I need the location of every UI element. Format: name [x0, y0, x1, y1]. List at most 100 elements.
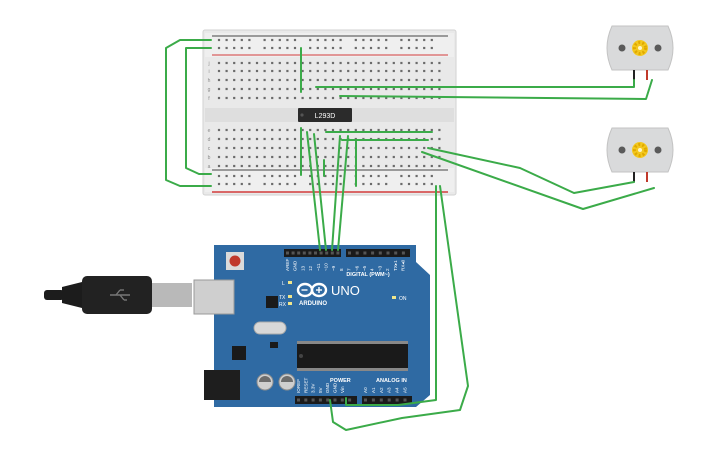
breadboard-hole[interactable] — [377, 146, 380, 150]
breadboard-hole[interactable] — [263, 155, 266, 159]
breadboard-hole[interactable] — [377, 38, 380, 42]
breadboard-hole[interactable] — [248, 155, 251, 159]
breadboard-hole[interactable] — [278, 137, 281, 141]
breadboard-hole[interactable] — [217, 96, 221, 100]
breadboard-hole[interactable] — [240, 174, 243, 178]
breadboard-hole[interactable] — [324, 182, 327, 186]
breadboard-hole[interactable] — [271, 69, 274, 73]
breadboard-hole[interactable] — [369, 164, 373, 168]
breadboard-hole[interactable] — [438, 78, 441, 82]
wire-pin-11[interactable] — [313, 133, 327, 251]
breadboard-hole[interactable] — [339, 69, 342, 73]
breadboard-hole[interactable] — [331, 128, 335, 132]
breadboard-hole[interactable] — [377, 61, 380, 65]
breadboard-hole[interactable] — [324, 128, 327, 132]
breadboard-hole[interactable] — [415, 87, 418, 91]
breadboard-hole[interactable] — [392, 87, 395, 91]
breadboard-hole[interactable] — [309, 87, 312, 91]
breadboard-hole[interactable] — [339, 87, 342, 91]
breadboard-hole[interactable] — [377, 182, 380, 186]
breadboard-hole[interactable] — [293, 61, 297, 65]
breadboard-hole[interactable] — [248, 128, 251, 132]
breadboard-hole[interactable] — [369, 128, 373, 132]
breadboard-hole[interactable] — [225, 87, 228, 91]
breadboard-hole[interactable] — [430, 96, 433, 100]
breadboard-hole[interactable] — [217, 164, 221, 168]
breadboard-hole[interactable] — [278, 164, 281, 168]
breadboard-hole[interactable] — [362, 128, 365, 132]
header-pin[interactable] — [394, 251, 398, 255]
header-pin[interactable] — [311, 398, 315, 402]
breadboard-hole[interactable] — [423, 69, 426, 73]
header-pin[interactable] — [371, 398, 375, 402]
breadboard-hole[interactable] — [248, 38, 251, 42]
breadboard-hole[interactable] — [377, 128, 380, 132]
breadboard-hole[interactable] — [347, 78, 350, 82]
wire-gnd-to-arduino[interactable] — [345, 185, 437, 406]
breadboard-hole[interactable] — [316, 46, 319, 50]
breadboard-hole[interactable] — [385, 96, 388, 100]
breadboard-hole[interactable] — [233, 78, 236, 82]
breadboard-hole[interactable] — [392, 155, 395, 159]
header-pin[interactable] — [386, 251, 390, 255]
header-pin[interactable] — [340, 398, 344, 402]
breadboard-hole[interactable] — [354, 78, 357, 82]
breadboard-hole[interactable] — [331, 69, 335, 73]
breadboard-hole[interactable] — [400, 174, 403, 178]
breadboard-hole[interactable] — [415, 61, 418, 65]
breadboard-hole[interactable] — [354, 38, 357, 42]
breadboard-hole[interactable] — [240, 155, 243, 159]
breadboard-hole[interactable] — [255, 155, 259, 159]
header-pin[interactable] — [403, 398, 407, 402]
breadboard-hole[interactable] — [324, 46, 327, 50]
breadboard-hole[interactable] — [347, 61, 350, 65]
breadboard-hole[interactable] — [309, 96, 312, 100]
breadboard-hole[interactable] — [286, 46, 289, 50]
breadboard-hole[interactable] — [271, 164, 274, 168]
breadboard-hole[interactable] — [438, 164, 441, 168]
breadboard-hole[interactable] — [400, 87, 403, 91]
breadboard-hole[interactable] — [369, 96, 373, 100]
wire-motor2-b[interactable] — [421, 151, 655, 210]
breadboard-hole[interactable] — [248, 87, 251, 91]
breadboard-hole[interactable] — [233, 38, 236, 42]
breadboard-hole[interactable] — [293, 155, 297, 159]
breadboard-hole[interactable] — [400, 78, 403, 82]
breadboard-hole[interactable] — [240, 46, 243, 50]
breadboard-hole[interactable] — [263, 164, 266, 168]
breadboard-hole[interactable] — [309, 69, 312, 73]
breadboard-hole[interactable] — [423, 164, 426, 168]
breadboard-hole[interactable] — [217, 38, 221, 42]
breadboard-hole[interactable] — [240, 61, 243, 65]
usb-cable[interactable] — [44, 276, 192, 314]
breadboard-hole[interactable] — [293, 182, 297, 186]
breadboard-hole[interactable] — [240, 78, 243, 82]
breadboard-hole[interactable] — [362, 69, 365, 73]
breadboard-hole[interactable] — [263, 69, 266, 73]
breadboard-hole[interactable] — [331, 164, 335, 168]
breadboard-hole[interactable] — [423, 174, 426, 178]
breadboard-hole[interactable] — [278, 46, 281, 50]
breadboard-hole[interactable] — [316, 155, 319, 159]
usb-b-port[interactable] — [193, 279, 235, 315]
analog-header[interactable] — [362, 396, 412, 404]
breadboard-hole[interactable] — [392, 164, 395, 168]
breadboard-hole[interactable] — [263, 174, 266, 178]
breadboard-hole[interactable] — [362, 96, 365, 100]
breadboard-hole[interactable] — [324, 146, 327, 150]
breadboard-hole[interactable] — [385, 174, 388, 178]
breadboard-hole[interactable] — [301, 164, 304, 168]
breadboard-hole[interactable] — [301, 96, 304, 100]
breadboard-hole[interactable] — [377, 87, 380, 91]
breadboard-hole[interactable] — [248, 96, 251, 100]
breadboard-hole[interactable] — [430, 182, 433, 186]
breadboard-hole[interactable] — [339, 61, 342, 65]
header-pin[interactable] — [302, 251, 306, 255]
breadboard-hole[interactable] — [347, 155, 350, 159]
breadboard-hole[interactable] — [324, 155, 327, 159]
breadboard-hole[interactable] — [225, 146, 228, 150]
breadboard-hole[interactable] — [316, 38, 319, 42]
breadboard-hole[interactable] — [278, 128, 281, 132]
breadboard-hole[interactable] — [293, 96, 297, 100]
header-pin[interactable] — [387, 398, 391, 402]
